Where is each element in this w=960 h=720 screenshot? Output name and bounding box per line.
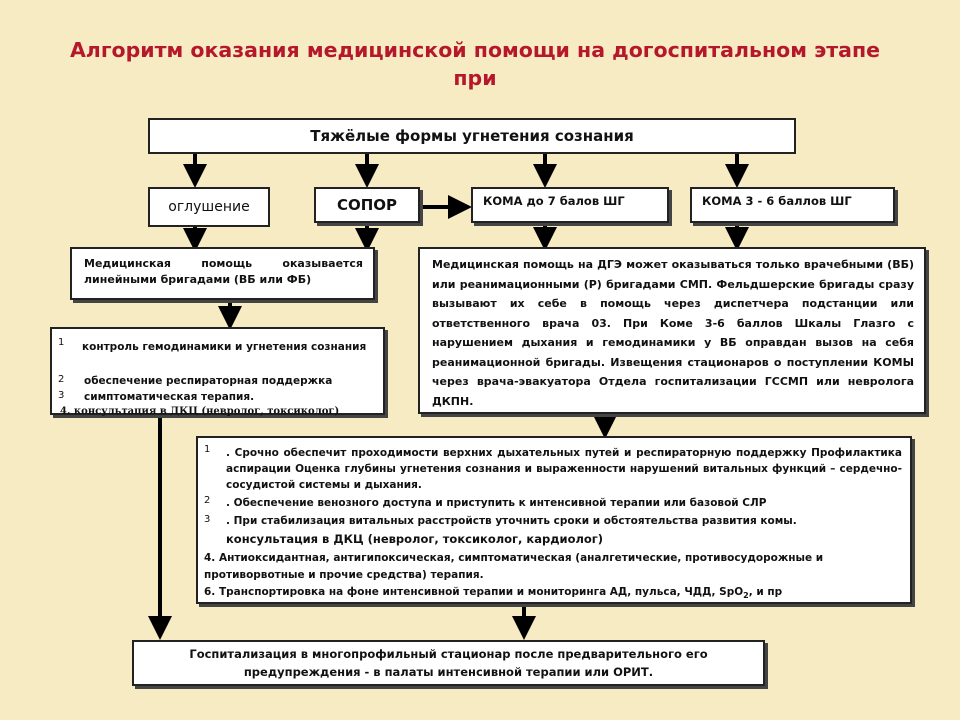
- right-item-3: . При стабилизация витальных расстройств…: [226, 515, 797, 527]
- right-item-6-sub: 2: [743, 591, 749, 601]
- right-item-2-num: 2: [204, 495, 211, 506]
- left-item-2-num: 2: [58, 374, 65, 385]
- title-line-2: при: [453, 66, 497, 90]
- left-help-box: Медицинская помощь оказывается линейными…: [70, 247, 375, 300]
- right-item-3b: консультация в ДКЦ (невролог, токсиколог…: [226, 532, 604, 546]
- left-item-1: контроль гемодинамики и угнетения сознан…: [82, 341, 367, 353]
- left-item-3-num: 3: [58, 390, 65, 401]
- left-item-1-num: 1: [58, 337, 65, 348]
- stage-koma36-label: КОМА 3 - 6 баллов ШГ: [702, 194, 852, 208]
- right-item-6-end: , и пр: [748, 586, 783, 598]
- right-item-6-text: 6. Транспортировка на фоне интенсивной т…: [204, 586, 744, 598]
- left-item-3: симптоматическая терапия.: [84, 391, 255, 403]
- right-actions-box: 1 . Срочно обеспечит проходимости верхни…: [196, 436, 912, 604]
- left-actions-box: 1 контроль гемодинамики и угнетения созн…: [50, 327, 385, 417]
- stage-oglushenie-box: оглушение: [148, 187, 270, 227]
- right-help-box: Медицинская помощь на ДГЭ может оказыват…: [418, 247, 926, 414]
- right-item-1-num: 1: [204, 444, 211, 455]
- right-item-6: 6. Транспортировка на фоне интенсивной т…: [204, 586, 782, 600]
- stage-koma36-box: КОМА 3 - 6 баллов ШГ: [690, 187, 895, 223]
- hospitalization-text: Госпитализация в многопрофильный стацион…: [189, 647, 708, 679]
- page-title: Алгоритм оказания медицинской помощи на …: [20, 36, 930, 92]
- right-item-1: . Срочно обеспечит проходимости верхних …: [226, 447, 902, 491]
- left-help-text: Медицинская помощь оказывается линейными…: [84, 257, 363, 286]
- left-item-2: обеспечение респираторная поддержка: [84, 375, 333, 387]
- right-help-text: Медицинская помощь на ДГЭ может оказыват…: [432, 258, 914, 408]
- top-box-label: Тяжёлые формы угнетения сознания: [310, 127, 634, 145]
- stage-oglushenie-label: оглушение: [168, 199, 250, 215]
- stage-koma7-box: КОМА до 7 балов ШГ: [471, 187, 669, 223]
- right-item-3-num: 3: [204, 514, 211, 525]
- hospitalization-box: Госпитализация в многопрофильный стацион…: [132, 640, 765, 686]
- right-item-2: . Обеспечение венозного доступа и присту…: [226, 497, 767, 509]
- stage-sopor-label: СОПОР: [336, 196, 398, 214]
- severe-consciousness-depression-box: Тяжёлые формы угнетения сознания: [148, 118, 796, 154]
- right-item-4: 4. Антиоксидантная, антигипоксическая, с…: [204, 552, 824, 581]
- title-line-1: Алгоритм оказания медицинской помощи на …: [69, 38, 881, 62]
- left-item-4: 4. консультация в ДКЦ (невролог, токсико…: [60, 406, 340, 417]
- stage-sopor-box: СОПОР: [314, 187, 420, 223]
- stage-koma7-label: КОМА до 7 балов ШГ: [483, 194, 625, 208]
